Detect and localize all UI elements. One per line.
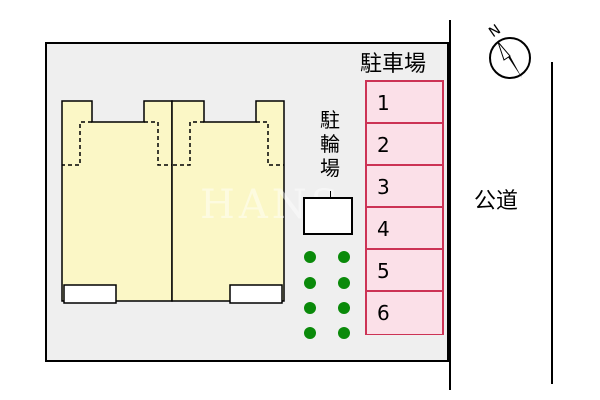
unit-b-entrance	[229, 284, 283, 304]
north-label: N	[486, 22, 504, 41]
tree	[338, 277, 350, 289]
bicycle-parking-char: 場	[320, 156, 340, 180]
unit-a-balcony-right	[144, 121, 172, 166]
parking-stall-6: 6	[367, 292, 442, 334]
bicycle-parking-char: 輪	[320, 132, 340, 156]
tree	[338, 327, 350, 339]
unit-a-entrance	[63, 284, 117, 304]
bicycle-parking-tick	[330, 191, 331, 199]
parking-stall-5: 5	[367, 250, 442, 292]
unit-b-balcony-right	[256, 121, 284, 166]
north-arrow-icon: N	[486, 22, 531, 79]
road-edge-right	[551, 62, 553, 384]
bicycle-parking-label: 駐輪場	[316, 108, 344, 180]
parking-stall-3: 3	[367, 166, 442, 208]
tree	[338, 251, 350, 263]
tree	[304, 277, 316, 289]
parking-stall-1: 1	[367, 82, 442, 124]
road-label: 公道	[474, 189, 519, 214]
unit-b-balcony-left	[172, 121, 204, 166]
tree	[304, 327, 316, 339]
bicycle-parking-area	[303, 197, 353, 235]
unit-a-balcony-left	[62, 121, 92, 166]
parking-stall-2: 2	[367, 124, 442, 166]
unit-b	[171, 100, 285, 302]
road-edge-left	[449, 20, 451, 390]
tree	[304, 302, 316, 314]
parking-stall-4: 4	[367, 208, 442, 250]
tree	[304, 251, 316, 263]
unit-a	[61, 100, 173, 302]
building-units	[61, 100, 285, 304]
parking-title: 駐車場	[360, 52, 427, 77]
bicycle-parking-char: 駐	[320, 108, 340, 132]
tree	[338, 302, 350, 314]
